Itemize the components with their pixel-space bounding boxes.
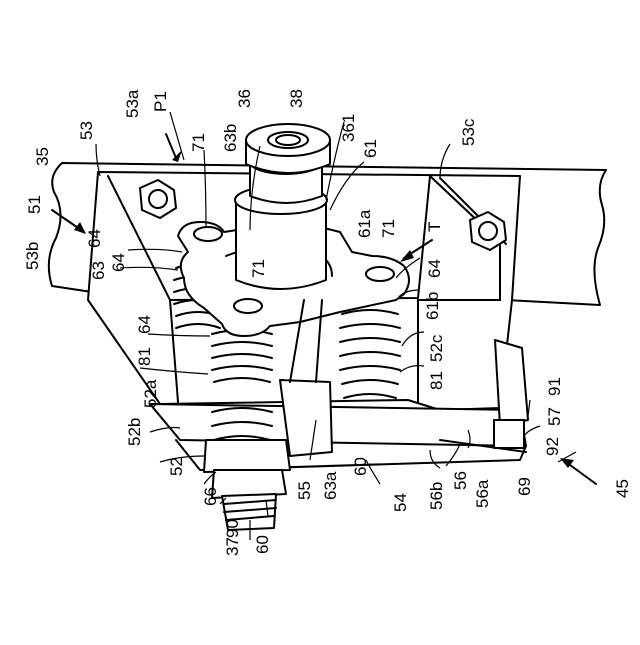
label-56b: 56b [427,482,446,510]
label-63b: 63b [221,124,240,152]
label-92: 92 [543,437,562,456]
label-52b: 52b [125,418,144,446]
label-45: 45 [613,479,632,498]
label-53: 53 [77,121,96,140]
label-52: 52 [167,457,186,476]
bolt-37 [204,440,290,530]
label-361: 361 [339,114,358,142]
label-61: 61 [361,139,380,158]
label-71-mid: 71 [249,259,268,278]
label-57: 57 [545,407,564,426]
arrow-45 [560,458,596,484]
label-69: 69 [515,477,534,496]
arrow-P1 [166,134,182,162]
label-90: 90 [223,519,242,538]
label-56a: 56a [473,479,492,508]
label-63: 63 [89,261,108,280]
label-64-c: 64 [109,253,128,272]
label-55: 55 [295,481,314,500]
label-91: 91 [545,377,564,396]
label-61b: 61b [423,292,442,320]
label-81-left: 81 [135,347,154,366]
label-66: 66 [201,487,220,506]
label-51: 51 [25,195,44,214]
label-36: 36 [235,89,254,108]
label-56: 56 [451,471,470,490]
label-53a: 53a [123,89,142,118]
label-64-a: 64 [85,229,104,248]
label-53c: 53c [459,118,478,146]
label-T: T [425,222,444,232]
label-37: 37 [223,537,242,556]
label-53b: 53b [23,242,42,270]
label-61a: 61a [355,209,374,238]
label-64-d: 64 [135,315,154,334]
label-52a: 52a [141,379,160,408]
label-81-right: 81 [427,371,446,390]
label-P1: P1 [151,91,170,112]
label-38: 38 [287,89,306,108]
label-63a: 63a [321,471,340,500]
label-35: 35 [33,147,52,166]
label-71-right: 71 [379,219,398,238]
label-52c: 52c [427,334,446,362]
label-71-top: 71 [189,133,208,152]
label-60-bottom: 60 [253,535,272,554]
label-54: 54 [391,493,410,512]
label-64-b: 64 [425,259,444,278]
label-60-right: 60 [351,457,370,476]
